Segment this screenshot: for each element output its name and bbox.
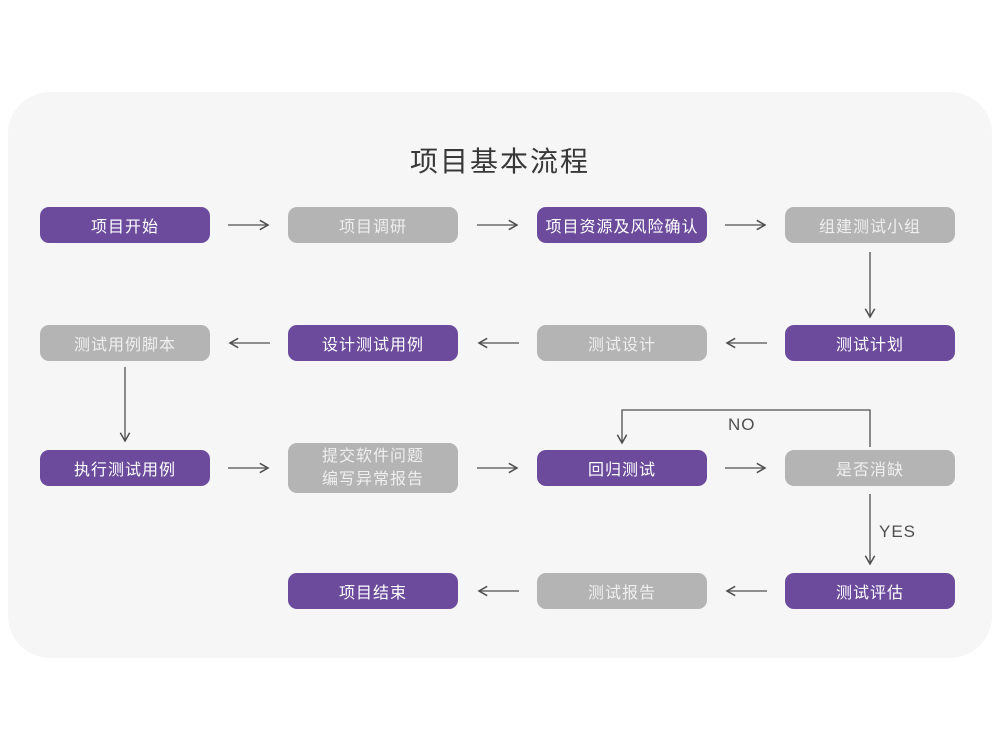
node-resource-risk: 项目资源及风险确认 [537, 207, 707, 243]
node-execute-test-case: 执行测试用例 [40, 450, 210, 486]
node-test-plan: 测试计划 [785, 325, 955, 361]
node-defect-cleared: 是否消缺 [785, 450, 955, 486]
node-test-design: 测试设计 [537, 325, 707, 361]
flowchart-card [8, 92, 992, 658]
node-test-evaluate: 测试评估 [785, 573, 955, 609]
edge-label-no: NO [728, 415, 756, 434]
edge-label-yes: YES [879, 522, 917, 541]
node-project-research: 项目调研 [288, 207, 458, 243]
diagram-title: 项目基本流程 [409, 146, 590, 177]
node-submit-issue-line2: 编写异常报告 [321, 471, 424, 488]
node-project-start: 项目开始 [40, 207, 210, 243]
node-project-end: 项目结束 [288, 573, 458, 609]
node-test-report: 测试报告 [537, 573, 707, 609]
node-regression-test: 回归测试 [537, 450, 707, 486]
node-design-test-case: 设计测试用例 [288, 325, 458, 361]
node-build-test-team: 组建测试小组 [785, 207, 955, 243]
node-submit-issue-line1: 提交软件问题 [321, 448, 424, 465]
node-test-case-script: 测试用例脚本 [40, 325, 210, 361]
node-submit-issue: 提交软件问题 编写异常报告 [288, 443, 458, 493]
